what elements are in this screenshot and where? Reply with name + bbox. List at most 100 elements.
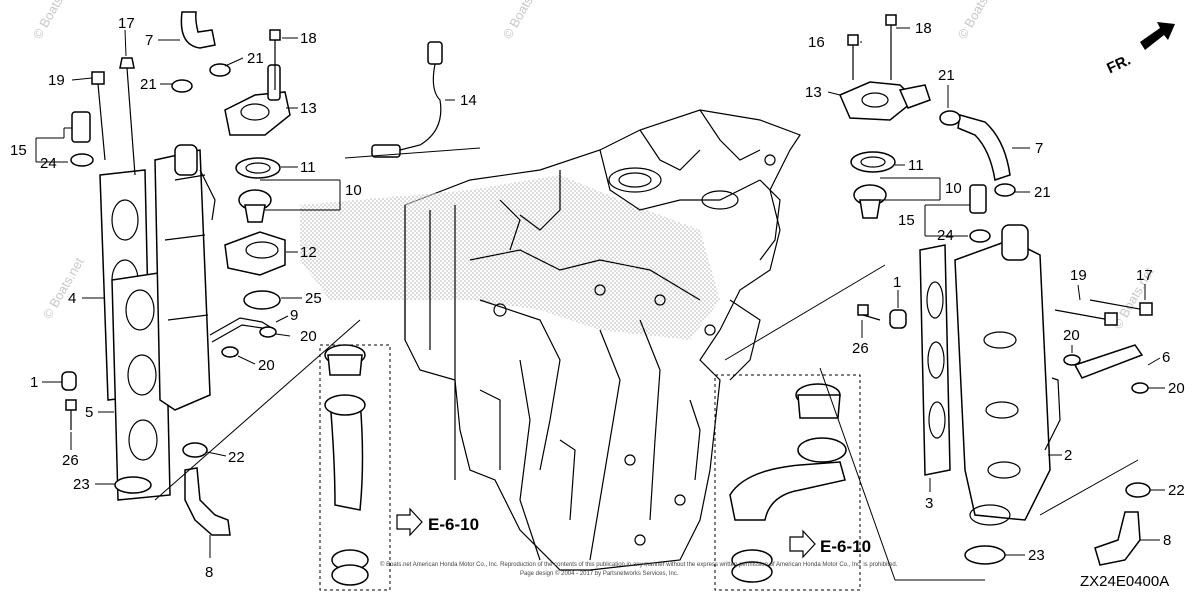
callout-15: 15 bbox=[898, 212, 915, 229]
callout-20: 20 bbox=[258, 357, 275, 374]
ring-25 bbox=[243, 290, 281, 310]
callout-12: 12 bbox=[300, 244, 317, 261]
callout-22: 22 bbox=[1168, 482, 1185, 499]
callout-1: 1 bbox=[893, 274, 901, 291]
callout-1: 1 bbox=[30, 374, 38, 391]
watermark-text: © Boats.net bbox=[40, 255, 87, 322]
hose-8-right bbox=[1094, 511, 1141, 566]
diagram-code: ZX24E0400A bbox=[1080, 573, 1169, 590]
clamp-20-left-b bbox=[221, 346, 239, 358]
callout-4: 4 bbox=[68, 290, 76, 307]
o-ring-23-left bbox=[114, 476, 152, 494]
callout-14: 14 bbox=[460, 92, 477, 109]
section-ref-label-left[interactable]: E-6-10 bbox=[428, 515, 479, 534]
callout-10: 10 bbox=[345, 182, 362, 199]
engine-block bbox=[300, 109, 801, 571]
callout-21: 21 bbox=[1034, 184, 1051, 201]
bolt-18-right bbox=[885, 14, 897, 80]
callout-21: 21 bbox=[938, 67, 955, 84]
clamp-21-right-a bbox=[939, 110, 961, 126]
callout-5: 5 bbox=[85, 404, 93, 421]
section-ref-arrow-left bbox=[396, 507, 423, 537]
callout-19: 19 bbox=[1070, 267, 1087, 284]
pipe-right bbox=[1044, 377, 1061, 451]
sensor-15-right bbox=[969, 184, 987, 214]
section-ref-arrow-right bbox=[789, 529, 816, 559]
thermostat-housing-12 bbox=[224, 231, 286, 276]
callout-11: 11 bbox=[908, 157, 924, 174]
thermostat-10-right bbox=[853, 184, 887, 219]
bolt-26-right bbox=[857, 304, 881, 321]
callout-7: 7 bbox=[1035, 140, 1043, 157]
copyright-line-1: © Boats.net American Honda Motor Co., In… bbox=[380, 561, 898, 568]
leader-lines bbox=[35, 27, 1165, 591]
watermark-text: © Boats.net bbox=[500, 0, 547, 41]
bolt-16 bbox=[847, 34, 859, 80]
grommet-1-left bbox=[61, 371, 77, 391]
callout-labels: 17 19 15 24 4 1 5 26 23 7 21 21 18 13 11… bbox=[10, 15, 1185, 581]
seal-11-right bbox=[850, 151, 896, 173]
front-arrow-icon bbox=[1140, 22, 1175, 50]
callout-20: 20 bbox=[1063, 327, 1080, 344]
callout-19: 19 bbox=[48, 72, 65, 89]
callout-23: 23 bbox=[73, 476, 90, 493]
callout-25: 25 bbox=[305, 290, 322, 307]
callout-13: 13 bbox=[805, 84, 822, 101]
callout-20: 20 bbox=[1168, 380, 1185, 397]
callout-8: 8 bbox=[205, 564, 213, 581]
gasket-5 bbox=[111, 271, 171, 501]
thermostat-10-left bbox=[238, 189, 272, 223]
callout-11: 11 bbox=[300, 159, 316, 176]
hose-8-left bbox=[184, 467, 231, 536]
seal-11-left bbox=[235, 157, 281, 179]
thermostat-cover-13-right bbox=[839, 81, 931, 121]
sensor-15-left bbox=[71, 111, 91, 143]
exhaust-manifold-right bbox=[954, 224, 1051, 526]
hose-6 bbox=[1073, 344, 1144, 379]
washer-24-left bbox=[70, 153, 94, 167]
sensor-14 bbox=[371, 41, 443, 158]
callout-10: 10 bbox=[945, 180, 962, 197]
callout-8: 8 bbox=[1163, 532, 1171, 549]
callout-6: 6 bbox=[1162, 349, 1170, 366]
callout-15: 15 bbox=[10, 142, 27, 159]
clamp-22-left bbox=[182, 442, 208, 458]
callout-17: 17 bbox=[118, 15, 135, 32]
thermostat-cover-13-left bbox=[224, 64, 291, 136]
callout-18: 18 bbox=[915, 20, 932, 37]
bolt-18-left bbox=[269, 29, 281, 90]
clamp-21-right-b bbox=[994, 183, 1016, 197]
callout-24: 24 bbox=[937, 227, 954, 244]
callout-3: 3 bbox=[925, 495, 933, 512]
water-tube-right bbox=[729, 383, 847, 583]
callout-20: 20 bbox=[300, 328, 317, 345]
section-ref-label-right[interactable]: E-6-10 bbox=[820, 537, 871, 556]
bolt-26-left bbox=[65, 399, 77, 430]
water-tube-left bbox=[324, 344, 369, 586]
callout-22: 22 bbox=[228, 449, 245, 466]
bolt-19-left bbox=[91, 71, 106, 161]
clamp-22-right bbox=[1125, 482, 1151, 498]
callout-23: 23 bbox=[1028, 547, 1045, 564]
o-ring-23-right bbox=[964, 545, 1006, 565]
washer-24-right bbox=[969, 229, 991, 243]
callout-17: 17 bbox=[1136, 267, 1153, 284]
callout-21: 21 bbox=[247, 50, 264, 67]
clamp-20-left-a bbox=[259, 326, 277, 338]
hose-7-left bbox=[180, 11, 216, 49]
front-label: FR. bbox=[1104, 52, 1133, 78]
callout-21: 21 bbox=[140, 76, 157, 93]
watermark-text: © Boats.net bbox=[30, 0, 77, 41]
clamp-20-right-a bbox=[1063, 354, 1081, 366]
bolt-17-left bbox=[119, 57, 136, 176]
grommet-1-right bbox=[889, 309, 907, 329]
callout-16: 16 bbox=[808, 34, 825, 51]
clamp-20-right-b bbox=[1131, 382, 1149, 394]
callout-9: 9 bbox=[290, 307, 298, 324]
copyright-line-2: Page design © 2004 - 2017 by Partsnetwor… bbox=[520, 570, 679, 577]
exhaust-manifold-left bbox=[154, 144, 216, 411]
watermark-text: © Boats.net bbox=[955, 0, 1002, 41]
clamp-21-left bbox=[171, 63, 231, 93]
bolt-19-right bbox=[1054, 309, 1118, 326]
